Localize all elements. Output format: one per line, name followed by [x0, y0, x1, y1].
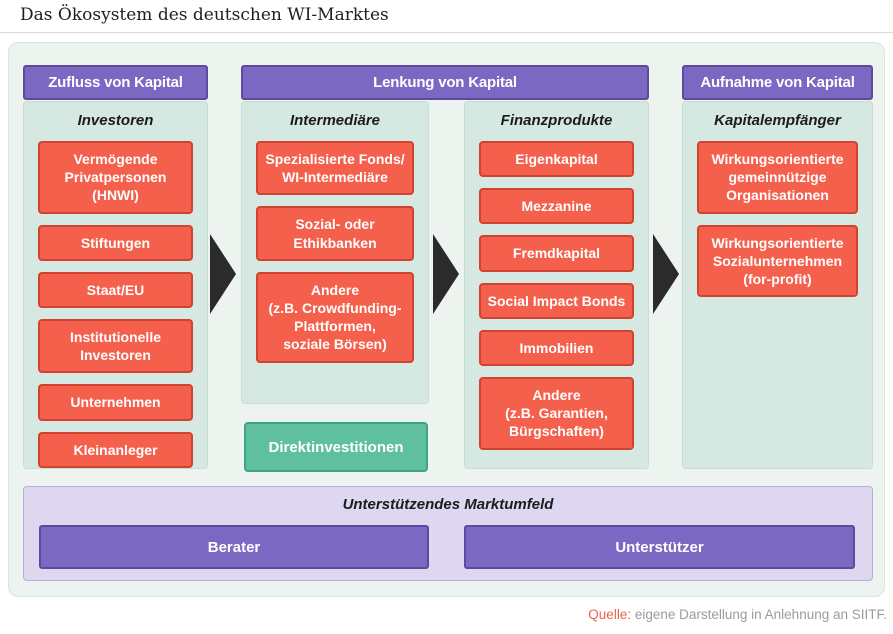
box-social-impact-bonds: Social Impact Bonds: [479, 282, 634, 319]
flow-arrow-right-icon: [433, 234, 459, 314]
box-andere-crowdfunding: Andere (z.B. Crowdfunding- Plattformen, …: [256, 271, 414, 363]
panel-investoren: Investoren Vermögende Privatpersonen (HN…: [23, 101, 208, 469]
header-aufnahme-von-kapital: Aufnahme von Kapital: [682, 65, 873, 100]
title-divider: [0, 32, 893, 33]
flow-arrow-right-icon: [210, 234, 236, 314]
panel-title-marktumfeld: Unterstützendes Marktumfeld: [342, 496, 554, 513]
header-lenkung-von-kapital: Lenkung von Kapital: [241, 65, 649, 100]
finanzprodukte-boxes: Eigenkapital Mezzanine Fremdkapital Soci…: [479, 141, 634, 450]
box-vermoegende-privatpersonen: Vermögende Privatpersonen (HNWI): [38, 141, 193, 214]
panel-intermediaere: Intermediäre Spezialisierte Fonds/ WI-In…: [241, 101, 429, 404]
box-unterstuetzer: Unterstützer: [464, 525, 855, 569]
panel-title-intermediaere: Intermediäre: [289, 112, 381, 129]
header-zufluss-von-kapital: Zufluss von Kapital: [23, 65, 208, 100]
box-spezialisierte-fonds: Spezialisierte Fonds/ WI-Intermediäre: [256, 141, 414, 196]
box-eigenkapital: Eigenkapital: [479, 141, 634, 178]
box-sozialunternehmen-for-profit: Wirkungsorientierte Sozialunternehmen (f…: [697, 224, 858, 298]
source-text: eigene Darstellung in Anlehnung an SIITF…: [631, 607, 887, 622]
box-unternehmen: Unternehmen: [38, 384, 193, 421]
box-sozial-ethikbanken: Sozial- oder Ethikbanken: [256, 206, 414, 261]
panel-marktumfeld: Unterstützendes Marktumfeld Berater Unte…: [23, 486, 873, 581]
intermediaere-boxes: Spezialisierte Fonds/ WI-Intermediäre So…: [256, 141, 414, 363]
panel-title-kapitalempfaenger: Kapitalempfänger: [714, 112, 841, 129]
box-institutionelle-investoren: Institutionelle Investoren: [38, 318, 193, 374]
source-note: Quelle: eigene Darstellung in Anlehnung …: [588, 607, 887, 622]
kapitalempfaenger-boxes: Wirkungsorientierte gemeinnützige Organi…: [697, 141, 858, 298]
box-direktinvestitionen: Direktinvestitionen: [244, 422, 428, 472]
box-staat-eu: Staat/EU: [38, 271, 193, 308]
panel-kapitalempfaenger: Kapitalempfänger Wirkungsorientierte gem…: [682, 101, 873, 469]
box-fremdkapital: Fremdkapital: [479, 235, 634, 272]
flow-arrow-right-icon: [653, 234, 679, 314]
box-gemeinnuetzige-organisationen: Wirkungsorientierte gemeinnützige Organi…: [697, 141, 858, 214]
source-label: Quelle:: [588, 607, 632, 622]
investoren-boxes: Vermögende Privatpersonen (HNWI) Stiftun…: [38, 141, 193, 468]
panel-title-finanzprodukte: Finanzprodukte: [500, 112, 613, 129]
box-andere-garantien: Andere (z.B. Garantien, Bürgschaften): [479, 376, 634, 450]
panel-title-investoren: Investoren: [77, 112, 154, 129]
panel-finanzprodukte: Finanzprodukte Eigenkapital Mezzanine Fr…: [464, 101, 649, 469]
box-immobilien: Immobilien: [479, 329, 634, 366]
box-stiftungen: Stiftungen: [38, 224, 193, 261]
box-mezzanine: Mezzanine: [479, 188, 634, 225]
ecosystem-diagram: Zufluss von Kapital Lenkung von Kapital …: [8, 42, 885, 597]
box-berater: Berater: [39, 525, 429, 569]
box-kleinanleger: Kleinanleger: [38, 431, 193, 468]
page-title: Das Ökosystem des deutschen WI-Marktes: [20, 5, 389, 25]
